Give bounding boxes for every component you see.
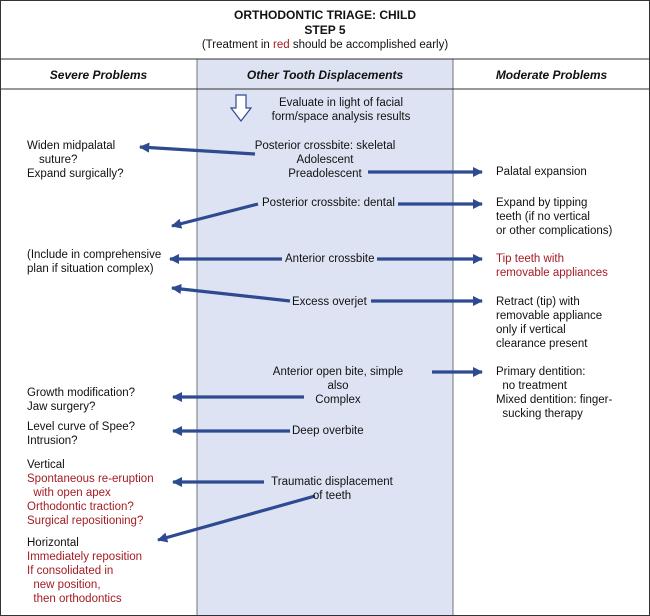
growth-line-1: Growth modification? — [27, 387, 136, 399]
horizontal-item-4: then orthodontics — [27, 593, 122, 605]
vertical-item-2: with open apex — [27, 487, 111, 499]
level-curve-text: Level curve of Spee? Intrusion? — [27, 420, 135, 448]
primary-line-4: sucking therapy — [496, 408, 583, 420]
anterior-crossbite-text: Anterior crossbite — [285, 253, 375, 265]
horizontal-item-1: Immediately reposition — [27, 551, 143, 563]
expand-line-1: Expand by tipping — [496, 197, 588, 209]
note-red-word: red — [273, 39, 290, 51]
primary-line-2: no treatment — [496, 380, 567, 392]
traumatic-text: Traumatic displacement of teeth — [262, 475, 402, 503]
horizontal-label: Horizontal — [27, 537, 79, 549]
retract-text: Retract (tip) with removable appliance o… — [496, 295, 602, 351]
column-header-severe: Severe Problems — [49, 68, 148, 82]
note-prefix: (Treatment in — [201, 39, 273, 51]
column-header-moderate: Moderate Problems — [495, 68, 608, 82]
diagram-step: STEP 5 — [304, 23, 346, 37]
vertical-label: Vertical — [27, 459, 65, 471]
open-bite-line-3: Complex — [315, 394, 361, 406]
vertical-item-1: Spontaneous re-eruption — [27, 473, 154, 485]
growth-line-2: Jaw surgery? — [27, 401, 96, 413]
expand-line-2: teeth (if no vertical — [496, 211, 590, 223]
open-bite-line-2: also — [327, 380, 349, 392]
horizontal-block: Horizontal Immediately reposition If con… — [27, 536, 142, 606]
posterior-skeletal-line-1: Posterior crossbite: skeletal — [254, 140, 396, 152]
growth-modification-text: Growth modification? Jaw surgery? — [27, 386, 135, 414]
tip-teeth-text: Tip teeth with removable appliances — [496, 252, 608, 280]
arrow-overjet-to-left — [170, 283, 291, 303]
diagram-title: ORTHODONTIC TRIAGE: CHILD — [234, 8, 416, 22]
traumatic-line-1: Traumatic displacement — [271, 476, 393, 488]
deep-overbite-text: Deep overbite — [292, 425, 364, 437]
excess-overjet-text: Excess overjet — [292, 296, 367, 308]
posterior-skeletal-line-3: Preadolescent — [288, 168, 362, 180]
evaluate-text: Evaluate in light of facial form/space a… — [256, 96, 426, 124]
include-line-2: plan if situation complex) — [27, 263, 154, 275]
evaluate-line-1: Evaluate in light of facial — [278, 97, 404, 109]
posterior-skeletal-text: Posterior crossbite: skeletal Adolescent… — [235, 139, 415, 181]
widen-line-1: Widen midpalatal — [27, 140, 116, 152]
widen-suture-text: Widen midpalatal suture? Expand surgical… — [27, 139, 124, 181]
column-header-other: Other Tooth Displacements — [246, 68, 404, 82]
include-plan-text: (Include in comprehensive plan if situat… — [27, 248, 161, 276]
posterior-dental-text: Posterior crossbite: dental — [262, 197, 395, 209]
primary-line-1: Primary dentition: — [496, 366, 586, 378]
primary-line-3: Mixed dentition: finger- — [496, 394, 613, 406]
include-line-1: (Include in comprehensive — [27, 249, 162, 261]
tip-line-2: removable appliances — [496, 267, 608, 279]
vertical-block: Vertical Spontaneous re-eruption with op… — [27, 458, 154, 528]
primary-dentition-text: Primary dentition: no treatment Mixed de… — [496, 365, 612, 421]
arrow-dental-to-left — [171, 202, 259, 229]
palatal-expansion-text: Palatal expansion — [496, 166, 587, 178]
traumatic-line-2: of teeth — [312, 490, 352, 502]
expand-line-3: or other complications) — [496, 225, 613, 237]
open-bite-text: Anterior open bite, simple also Complex — [245, 365, 431, 407]
evaluate-down-arrow-icon — [229, 94, 253, 122]
widen-line-2: suture? — [39, 154, 78, 166]
retract-line-2: removable appliance — [496, 310, 603, 322]
vertical-item-3: Orthodontic traction? — [27, 501, 134, 513]
retract-line-1: Retract (tip) with — [496, 296, 580, 308]
evaluate-line-2: form/space analysis results — [271, 111, 411, 123]
level-line-2: Intrusion? — [27, 435, 78, 447]
widen-line-3: Expand surgically? — [27, 168, 124, 180]
arrow-traumatic-to-horizontal — [157, 494, 316, 543]
retract-line-3: only if vertical — [496, 324, 566, 336]
tip-line-1: Tip teeth with — [496, 253, 564, 265]
open-bite-line-1: Anterior open bite, simple — [272, 366, 404, 378]
horizontal-item-2: If consolidated in — [27, 565, 114, 577]
retract-line-4: clearance present — [496, 338, 588, 350]
horizontal-item-3: new position, — [27, 579, 101, 591]
vertical-item-4: Surgical repositioning? — [27, 515, 144, 527]
level-line-1: Level curve of Spee? — [27, 421, 136, 433]
note-suffix: should be accomplished early) — [289, 39, 449, 51]
diagram-note: (Treatment in red should be accomplished… — [0, 39, 650, 51]
arrow-skeletal-to-widen — [138, 142, 256, 156]
expand-tipping-text: Expand by tipping teeth (if no vertical … — [496, 196, 612, 238]
posterior-skeletal-line-2: Adolescent — [296, 154, 354, 166]
